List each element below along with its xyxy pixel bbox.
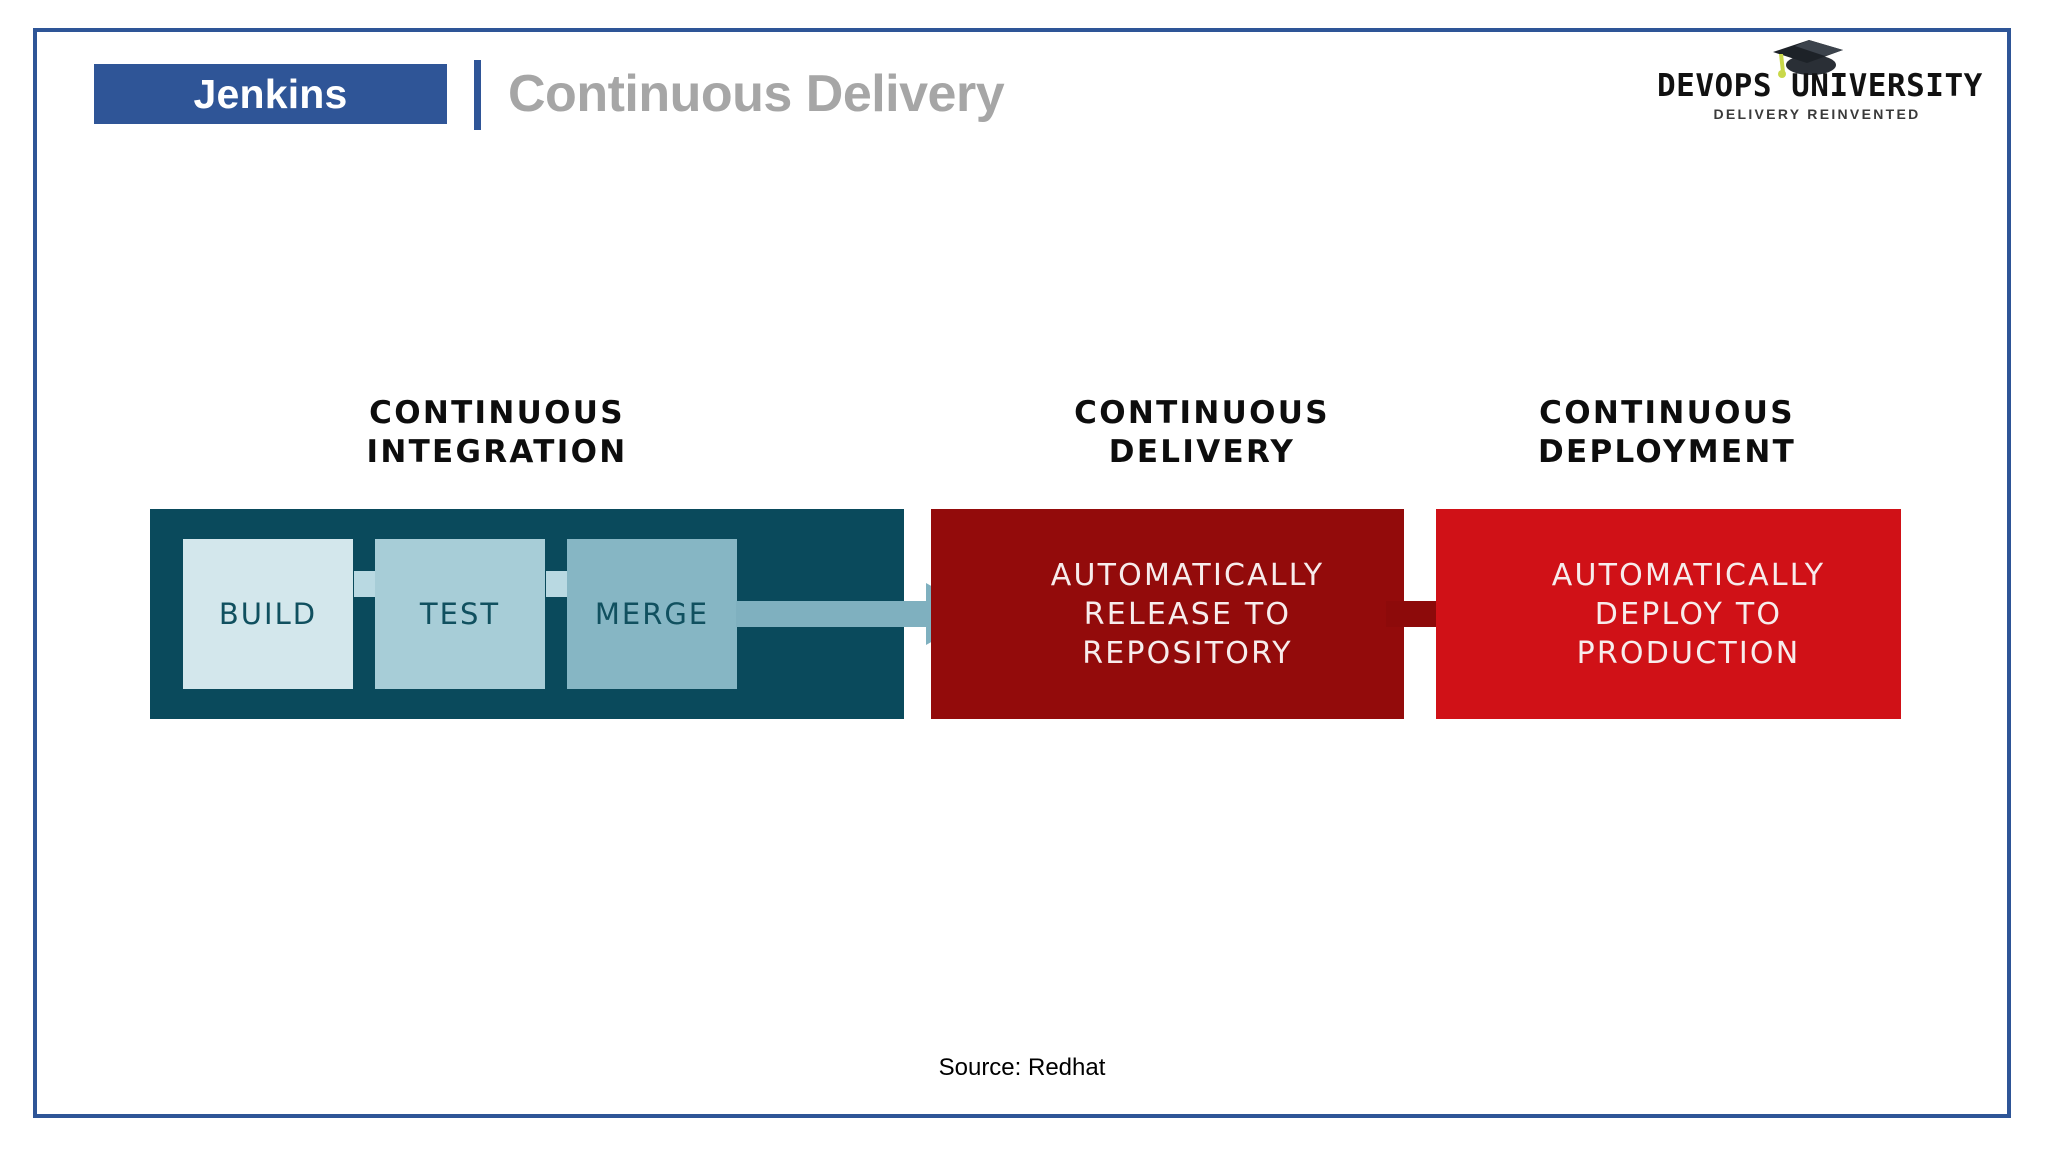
slide-canvas: Jenkins Continuous Delivery DEVOPS UNIVE… — [33, 28, 2011, 1118]
graduation-cap-icon — [1773, 40, 1843, 78]
jenkins-badge: Jenkins — [94, 64, 447, 124]
brand-logo: DEVOPS UNIVERSITY DELIVERY REINVENTED — [1657, 38, 1983, 128]
brand-tagline: DELIVERY REINVENTED — [1713, 106, 1921, 122]
panel-continuous-integration: BUILD TEST MERGE — [150, 509, 981, 719]
panel-continuous-delivery: AUTOMATICALLY RELEASE TO REPOSITORY — [931, 509, 1506, 719]
jenkins-badge-label: Jenkins — [193, 70, 348, 117]
stage-box-build: BUILD — [183, 539, 353, 689]
title-divider — [474, 60, 481, 130]
panel-continuous-deployment: AUTOMATICALLY DEPLOY TO PRODUCTION — [1436, 509, 1901, 719]
stage-box-test-label: TEST — [419, 597, 501, 631]
brand-wordmark: DEVOPS UNIVERSITY — [1657, 68, 1983, 104]
stage-heading-continuous-integration: CONTINUOUS INTEGRATION — [366, 395, 628, 471]
slide-header: Jenkins Continuous Delivery DEVOPS UNIVE… — [37, 32, 2007, 142]
stage-heading-continuous-deployment: CONTINUOUS DEPLOYMENT — [1537, 395, 1797, 471]
stage-box-merge-label: MERGE — [594, 597, 710, 631]
stage-box-test: TEST — [375, 539, 545, 689]
arrow-merge-to-release — [736, 583, 981, 645]
source-note: Source: Redhat — [938, 1054, 1106, 1081]
page-title: Continuous Delivery — [508, 65, 1005, 123]
stage-box-merge: MERGE — [567, 539, 737, 689]
panel-continuous-deployment-text: AUTOMATICALLY DEPLOY TO PRODUCTION — [1551, 557, 1826, 671]
panel-continuous-delivery-text: AUTOMATICALLY RELEASE TO REPOSITORY — [1050, 557, 1325, 671]
stage-box-build-label: BUILD — [218, 597, 318, 631]
stage-heading-continuous-delivery: CONTINUOUS DELIVERY — [1074, 395, 1330, 471]
cicd-pipeline-diagram: CONTINUOUS INTEGRATION CONTINUOUS DELIVE… — [37, 32, 2007, 1114]
